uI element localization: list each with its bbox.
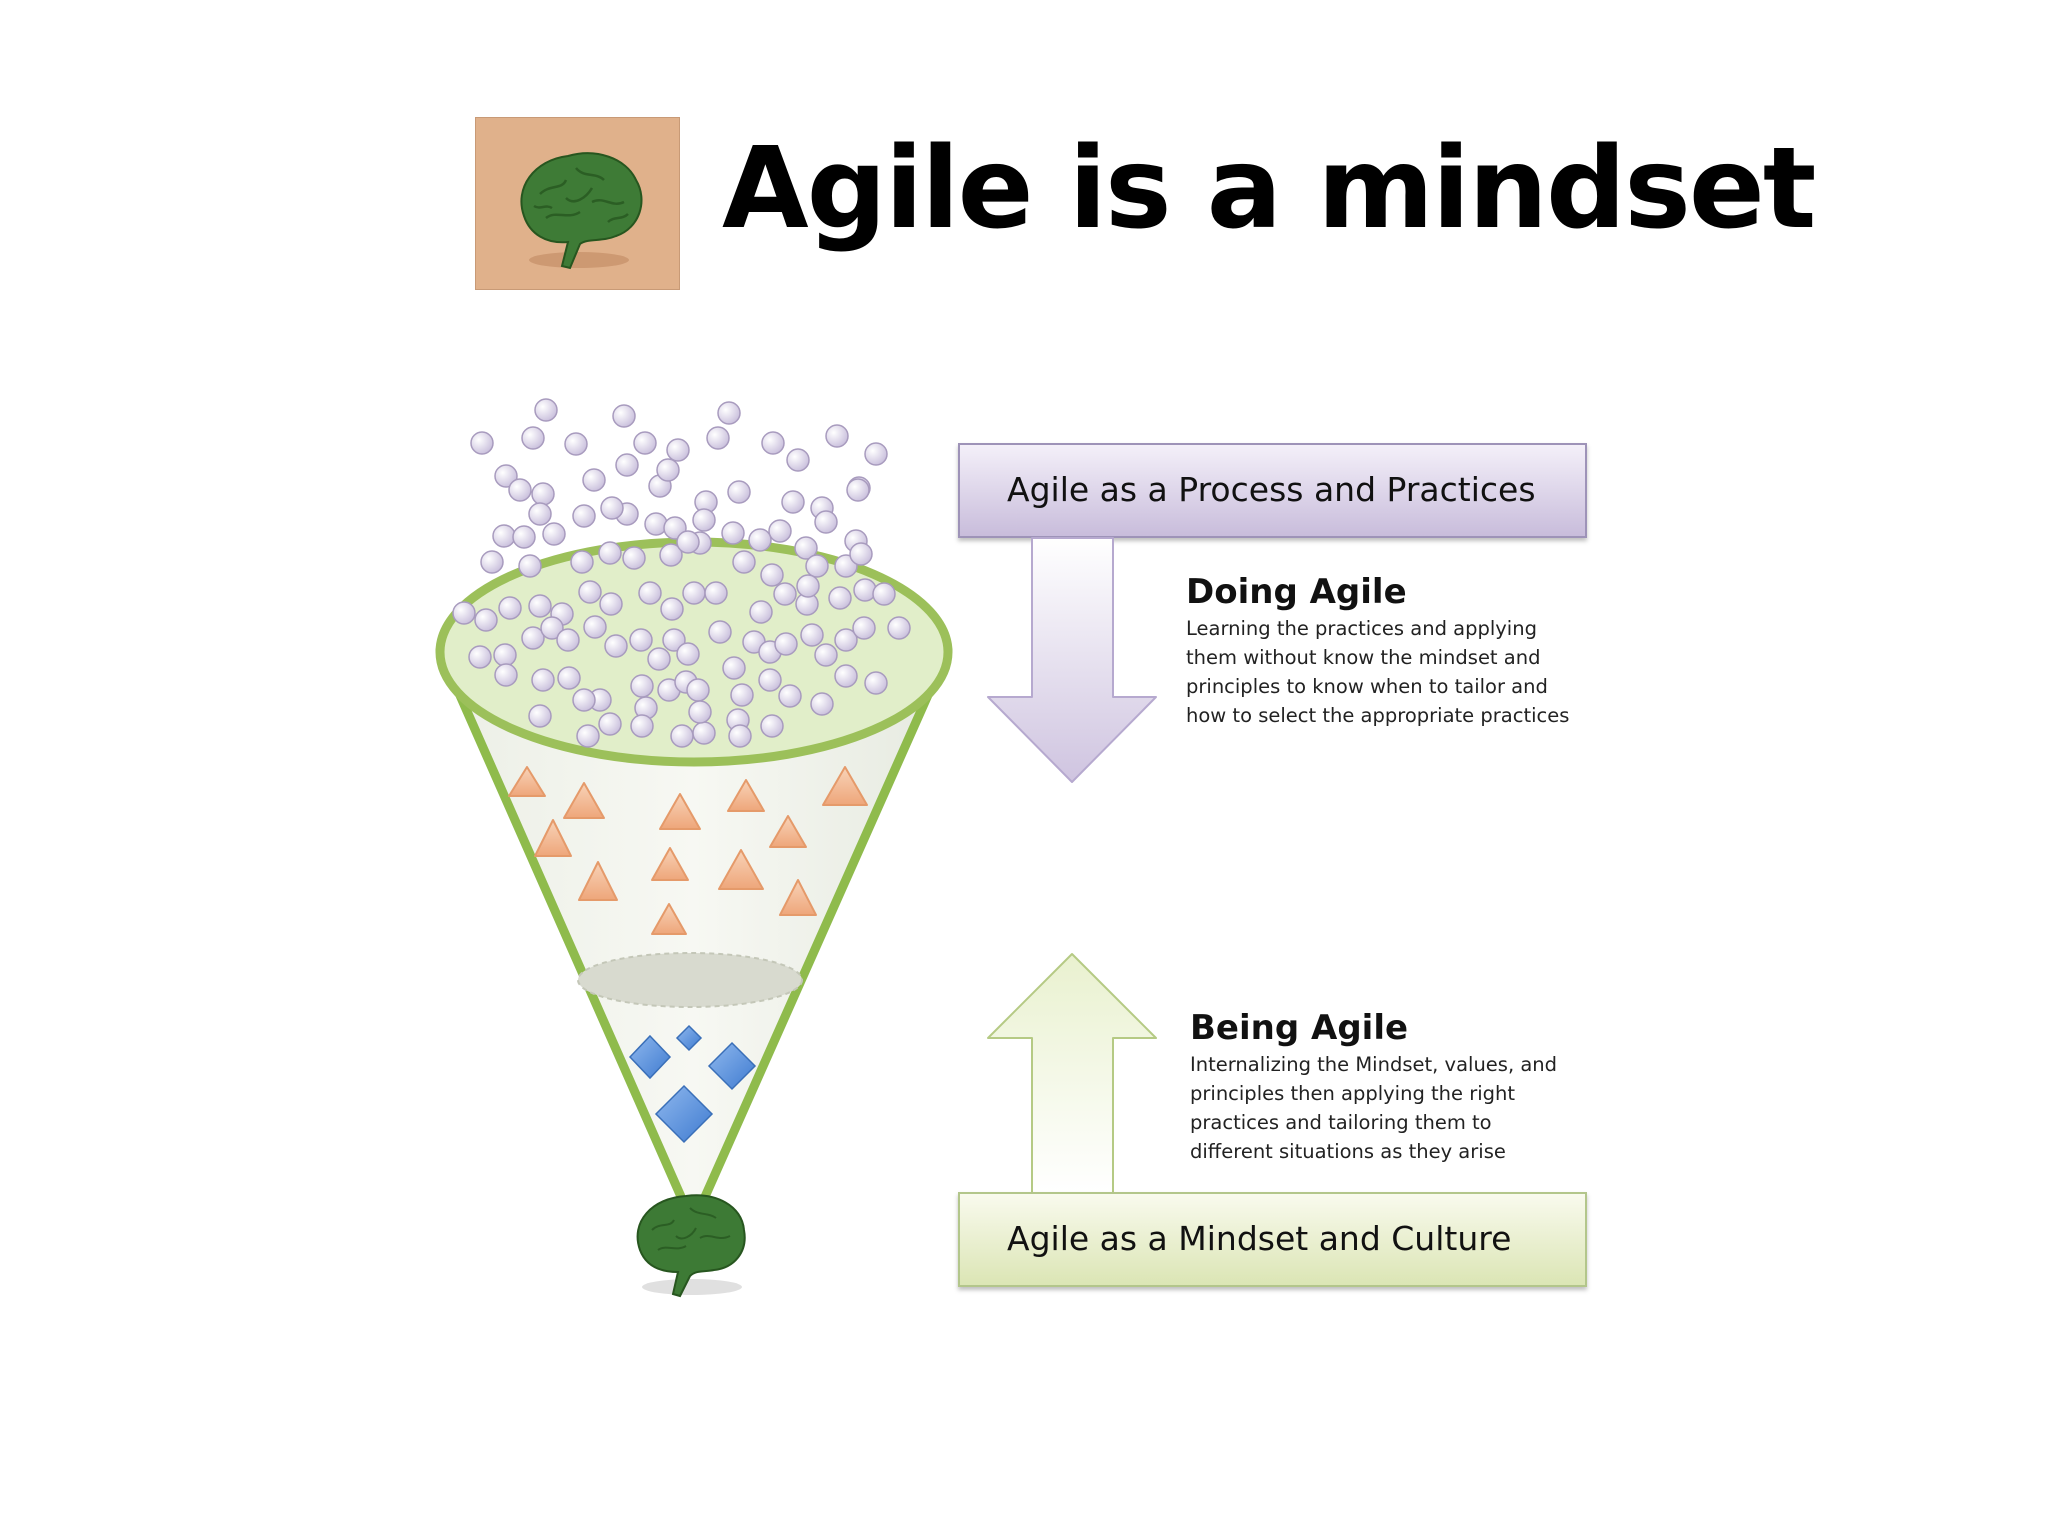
down-arrow xyxy=(987,537,1157,783)
being-line: principles then applying the right xyxy=(1190,1082,1516,1105)
being-line: different situations as they arise xyxy=(1190,1140,1506,1163)
up-arrow xyxy=(987,953,1157,1194)
funnel-filter xyxy=(577,952,803,1008)
practice-bubbles xyxy=(452,398,911,748)
slide-title: Agile is a mindset xyxy=(722,124,1816,254)
brain-logo-icon xyxy=(475,117,680,290)
process-box-label: Agile as a Process and Practices xyxy=(1007,470,1536,509)
doing-line: Learning the practices and applying xyxy=(1186,617,1537,640)
doing-agile-heading: Doing Agile xyxy=(1186,572,1407,612)
doing-line: how to select the appropriate practices xyxy=(1186,704,1570,727)
brain-icon xyxy=(636,1194,746,1298)
process-box xyxy=(958,443,1587,538)
practice-diamonds xyxy=(628,1024,757,1144)
being-line: Internalizing the Mindset, values, and xyxy=(1190,1053,1558,1076)
mindset-box xyxy=(958,1192,1587,1287)
mindset-box-label: Agile as a Mindset and Culture xyxy=(1007,1219,1512,1258)
being-line: practices and tailoring them to xyxy=(1190,1111,1492,1134)
doing-agile-description: Learning the practices and applying them… xyxy=(1186,614,1606,730)
being-agile-description: Internalizing the Mindset, values, and p… xyxy=(1190,1050,1610,1166)
doing-line: principles to know when to tailor and xyxy=(1186,675,1548,698)
practice-triangles xyxy=(508,766,868,935)
doing-line: them without know the mindset and xyxy=(1186,646,1541,669)
being-agile-heading: Being Agile xyxy=(1190,1008,1409,1048)
